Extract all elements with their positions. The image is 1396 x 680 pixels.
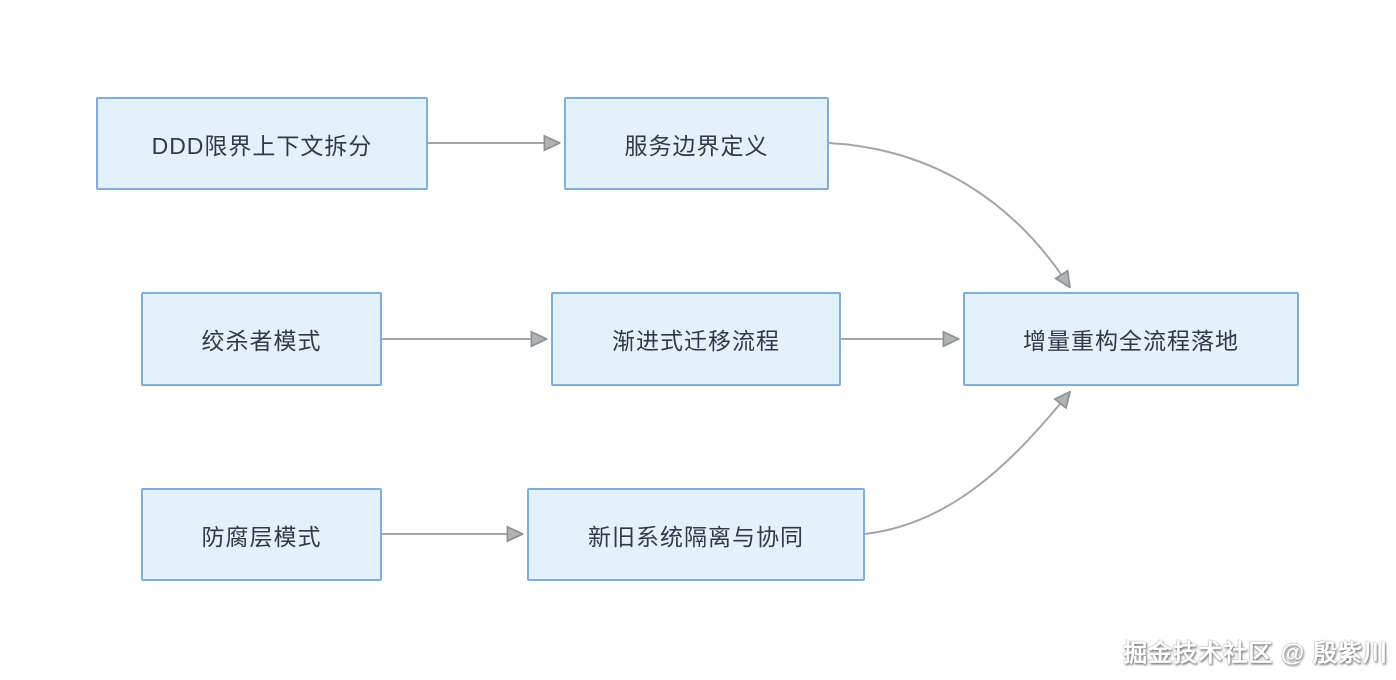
- node-anti-corruption-layer: 防腐层模式: [141, 488, 382, 581]
- node-old-new-system-isolation: 新旧系统隔离与协同: [527, 488, 865, 581]
- edge-service-boundary-to-landing: [828, 142, 1069, 286]
- node-label: 渐进式迁移流程: [612, 328, 780, 354]
- node-label: 增量重构全流程落地: [1023, 328, 1239, 354]
- edge-isolation-to-landing: [864, 393, 1069, 535]
- watermark: 掘金技术社区 @ 殷紫川: [1123, 640, 1388, 667]
- node-label: DDD限界上下文拆分: [151, 132, 373, 159]
- node-label: 绞杀者模式: [201, 328, 322, 354]
- node-ddd-context-split: DDD限界上下文拆分: [96, 97, 428, 190]
- node-label: 服务边界定义: [624, 132, 769, 159]
- node-label: 新旧系统隔离与协同: [588, 523, 804, 550]
- node-label: 防腐层模式: [201, 523, 322, 550]
- node-incremental-refactor-landing: 增量重构全流程落地: [963, 292, 1299, 386]
- node-service-boundary-definition: 服务边界定义: [564, 97, 829, 190]
- node-strangler-pattern: 绞杀者模式: [141, 292, 382, 386]
- node-progressive-migration-flow: 渐进式迁移流程: [551, 292, 841, 386]
